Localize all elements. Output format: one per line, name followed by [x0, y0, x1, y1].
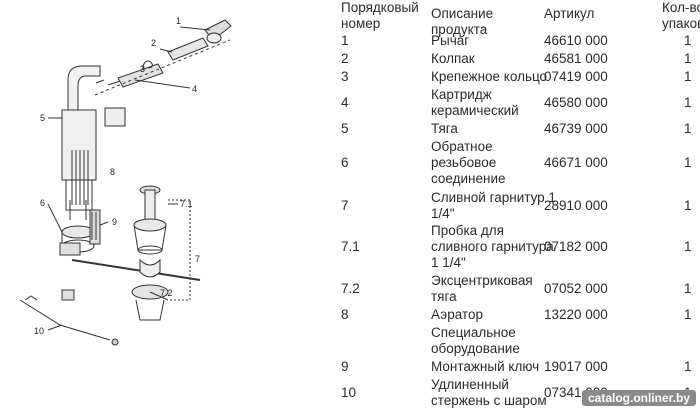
callout-5: 5 [40, 113, 45, 123]
header-qty: Кол-во в упаковке [662, 0, 700, 31]
callout-6: 6 [40, 198, 45, 208]
callout-7: 7 [195, 254, 200, 264]
callout-2: 2 [151, 38, 156, 48]
callout-3: 3 [140, 64, 145, 74]
callout-9: 9 [112, 217, 117, 227]
watermark: catalog.onliner.by [581, 390, 696, 406]
exploded-parts-diagram: 1 2 3 4 5 6 7 7.1 7.2 8 9 10 [0, 0, 335, 410]
header-description: Описание продукта [431, 6, 494, 37]
header-sku: Артикул [544, 6, 595, 21]
callout-7-1: 7.1 [180, 199, 193, 209]
parts-table: Порядковый номер Описание продукта Артик… [338, 0, 700, 410]
callout-8: 8 [110, 167, 115, 177]
callout-7-2: 7.2 [160, 288, 173, 298]
callout-4: 4 [192, 84, 197, 94]
faucet-exploded-view: 1 2 3 4 5 6 7 7.1 7.2 8 9 10 [19, 16, 232, 346]
callout-10: 10 [34, 326, 44, 336]
callout-1: 1 [176, 16, 181, 26]
header-number: Порядковый номер [341, 0, 419, 31]
